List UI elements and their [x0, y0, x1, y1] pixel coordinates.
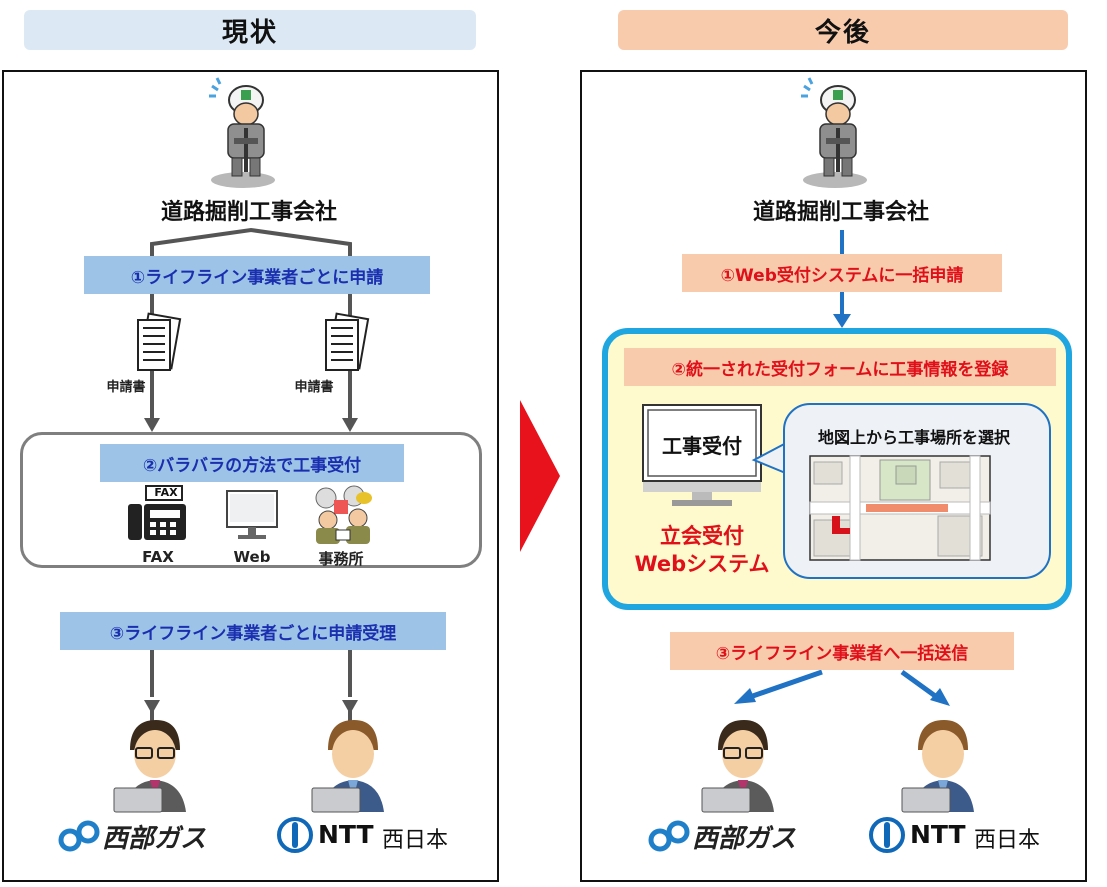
operator-icon	[901, 720, 974, 813]
panel-future: 道路掘削工事会社 ①Web受付システムに一括申請 ②統一された受付フォームに工事…	[580, 70, 1087, 882]
operator-icon	[311, 720, 384, 813]
method-label-office: 事務所	[318, 550, 364, 568]
ntt-logo-text: NTT	[318, 820, 374, 849]
header-current: 現状	[24, 10, 476, 50]
monitor-icon	[226, 490, 278, 539]
ntt-logo-text: NTT	[910, 820, 966, 849]
bubble-text: 地図上から工事場所を選択	[817, 428, 1010, 447]
ntt-logo-icon	[277, 817, 313, 853]
worker-icon	[209, 77, 275, 188]
system-name-line1: 立会受付	[660, 524, 744, 548]
ntt-west-text: 西日本	[974, 828, 1041, 853]
ntt-logo-icon	[869, 817, 905, 853]
doc-label-left: 申請書	[106, 380, 146, 395]
ntt-west-text: 西日本	[382, 828, 449, 853]
step3-label-current: ③ライフライン事業者ごとに申請受理	[60, 612, 446, 650]
document-icon	[325, 312, 370, 371]
flow-arrows-future	[734, 230, 950, 706]
step3-label-future: ③ライフライン事業者へ一括送信	[670, 632, 1014, 670]
monitor-icon	[642, 404, 762, 506]
saibu-gas-logo-icon	[648, 820, 690, 852]
company-name-future: 道路掘削工事会社	[752, 200, 929, 225]
operator-icon	[701, 720, 774, 813]
operator-icon	[113, 720, 186, 813]
panel-current: 道路掘削工事会社 ①ライフライン事業者ごとに申請 申請書 申請書	[2, 70, 499, 882]
monitor-screen-text: 工事受付	[662, 434, 742, 458]
office-icon	[315, 485, 372, 544]
step2-label-future: ②統一された受付フォームに工事情報を登録	[624, 348, 1056, 386]
company-name-current: 道路掘削工事会社	[160, 200, 337, 225]
system-name-line2: Webシステム	[634, 552, 770, 576]
step1-label-current: ①ライフライン事業者ごとに申請	[84, 256, 430, 294]
transition-arrow	[520, 400, 560, 552]
doc-label-right: 申請書	[294, 380, 334, 395]
fax-icon	[128, 485, 186, 540]
saibu-gas-logo-text: 西部ガス	[692, 824, 797, 854]
document-icon	[137, 312, 182, 371]
header-future: 今後	[618, 10, 1068, 50]
step2-label-current: ②バラバラの方法で工事受付	[100, 444, 404, 482]
step1-label-future: ①Web受付システムに一括申請	[682, 254, 1002, 292]
method-label-web: Web	[233, 548, 271, 566]
fax-sign: FAX	[154, 486, 178, 499]
map-image	[809, 455, 991, 561]
saibu-gas-logo-text: 西部ガス	[102, 824, 207, 854]
method-label-fax: FAX	[142, 548, 174, 566]
worker-icon	[801, 77, 867, 188]
saibu-gas-logo-icon	[58, 820, 100, 852]
